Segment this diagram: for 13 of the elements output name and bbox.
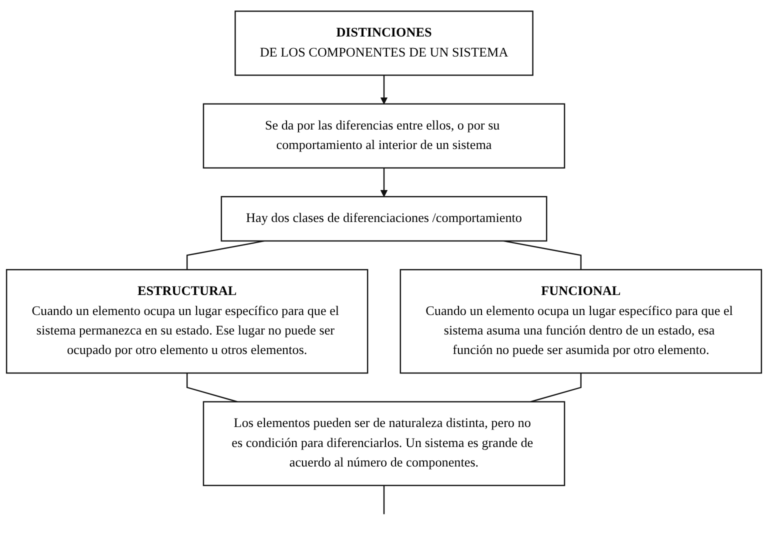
node-box: DISTINCIONES DE LOS COMPONENTES DE UN SISTEMA [234,10,534,76]
connector [530,373,582,402]
connector [186,373,238,402]
connector [186,240,265,270]
node-box: Hay dos clases de diferenciaciones /comportamiento [220,196,548,242]
arrow [380,168,388,197]
node-box: Los elementos pueden ser de naturaleza distinta, pero no es condición para diferenciarlos. Un sistema es grande de acuerdo al número de componentes. [202,401,566,486]
node-box: Se da por las diferencias entre ellos, o por su comportamiento al interior de un sistema [202,103,566,169]
node-box: ESTRUCTURAL Cuando un elemento ocupa un lugar específico para que el sistema permanezca en su estado. Ese lugar no puede ser ocupado por otro elemento u otros elementos. [6,269,368,374]
connector [503,240,582,270]
node-box: FUNCIONAL Cuando un elemento ocupa un lugar específico para que el sistema asuma una función dentro de un estado, esa función no puede ser asumida por otro elemento. [400,269,762,374]
connector [383,485,385,514]
arrow [380,75,388,104]
